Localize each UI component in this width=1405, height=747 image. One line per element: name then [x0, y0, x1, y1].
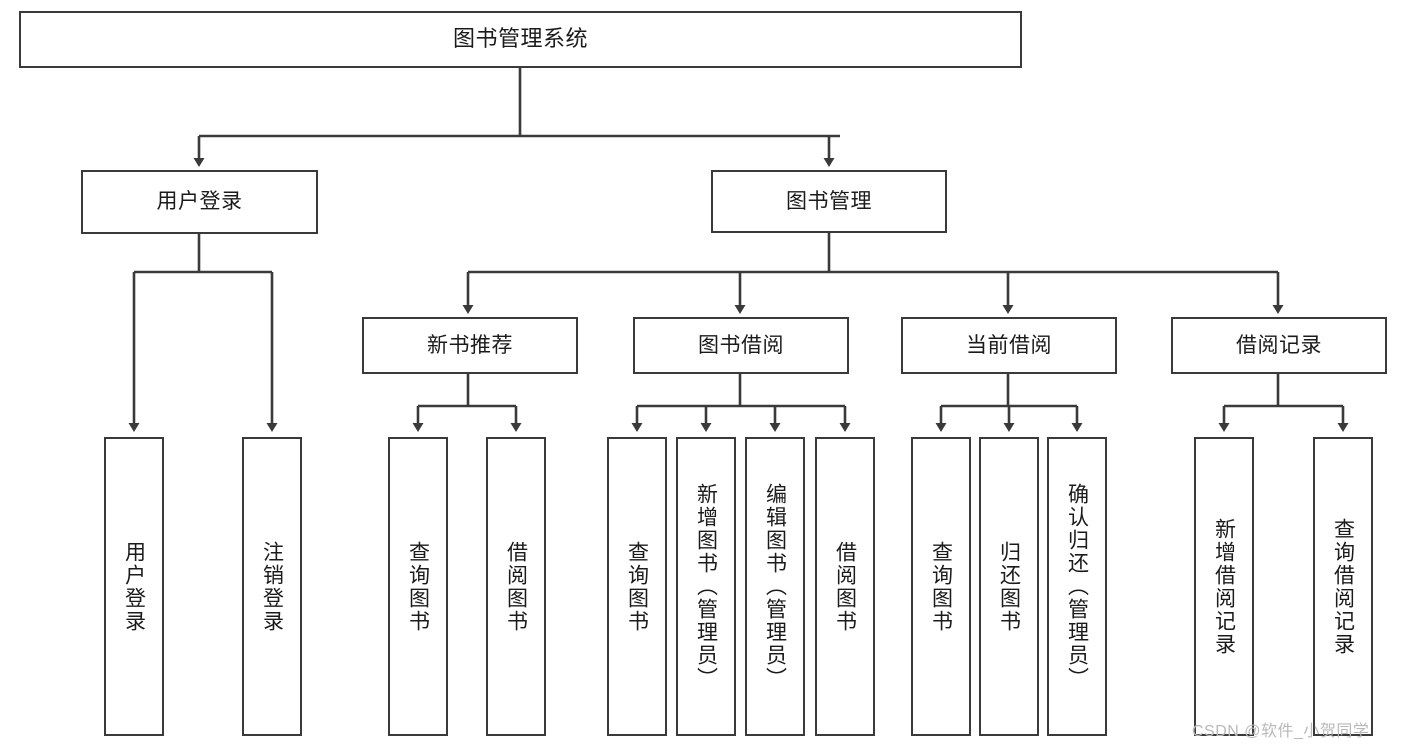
node-borrow-record[interactable]: 借阅记录 [1171, 317, 1387, 374]
node-label: 新增借阅记录 [1212, 517, 1236, 656]
leaf-return-book[interactable]: 归还图书 [979, 437, 1039, 736]
node-user-login[interactable]: 用户登录 [81, 170, 318, 234]
leaf-borrow-book-2[interactable]: 借阅图书 [815, 437, 875, 736]
node-current-borrow[interactable]: 当前借阅 [901, 317, 1117, 374]
node-label: 查询图书 [406, 540, 430, 633]
node-label: 新增图书（管理员） [694, 483, 718, 690]
node-label: 当前借阅 [966, 333, 1052, 357]
leaf-edit-book-admin[interactable]: 编辑图书（管理员） [745, 437, 805, 736]
node-book-management-system[interactable]: 图书管理系统 [19, 11, 1022, 68]
node-new-book-recommend[interactable]: 新书推荐 [362, 317, 578, 374]
leaf-add-borrow-record[interactable]: 新增借阅记录 [1194, 437, 1254, 736]
node-label: 归还图书 [997, 540, 1021, 633]
node-label: 编辑图书（管理员） [763, 483, 787, 690]
node-label: 查询借阅记录 [1331, 517, 1355, 656]
node-label: 借阅记录 [1236, 333, 1322, 357]
leaf-query-book-3[interactable]: 查询图书 [911, 437, 971, 736]
node-label: 查询图书 [929, 540, 953, 633]
leaf-borrow-book-1[interactable]: 借阅图书 [486, 437, 546, 736]
node-label: 图书借阅 [698, 333, 784, 357]
leaf-query-borrow-record[interactable]: 查询借阅记录 [1313, 437, 1373, 736]
node-book-borrow[interactable]: 图书借阅 [633, 317, 849, 374]
leaf-query-book-2[interactable]: 查询图书 [607, 437, 667, 736]
leaf-user-login[interactable]: 用户登录 [104, 437, 164, 736]
node-label: 确认归还（管理员） [1065, 483, 1089, 690]
node-label: 借阅图书 [833, 540, 857, 633]
node-label: 注销登录 [260, 540, 284, 633]
node-book-management[interactable]: 图书管理 [711, 170, 947, 233]
node-label: 用户登录 [122, 540, 146, 633]
leaf-add-book-admin[interactable]: 新增图书（管理员） [676, 437, 736, 736]
leaf-confirm-return-admin[interactable]: 确认归还（管理员） [1047, 437, 1107, 736]
node-label: 借阅图书 [504, 540, 528, 633]
node-label: 新书推荐 [427, 333, 513, 357]
node-label: 图书管理 [786, 189, 872, 213]
csdn-watermark: CSDN @软件_小贺同学 [1192, 723, 1370, 740]
node-label: 查询图书 [625, 540, 649, 633]
node-label: 用户登录 [156, 190, 243, 214]
leaf-logout-login[interactable]: 注销登录 [242, 437, 302, 736]
node-label: 图书管理系统 [452, 26, 588, 52]
leaf-query-book-1[interactable]: 查询图书 [388, 437, 448, 736]
